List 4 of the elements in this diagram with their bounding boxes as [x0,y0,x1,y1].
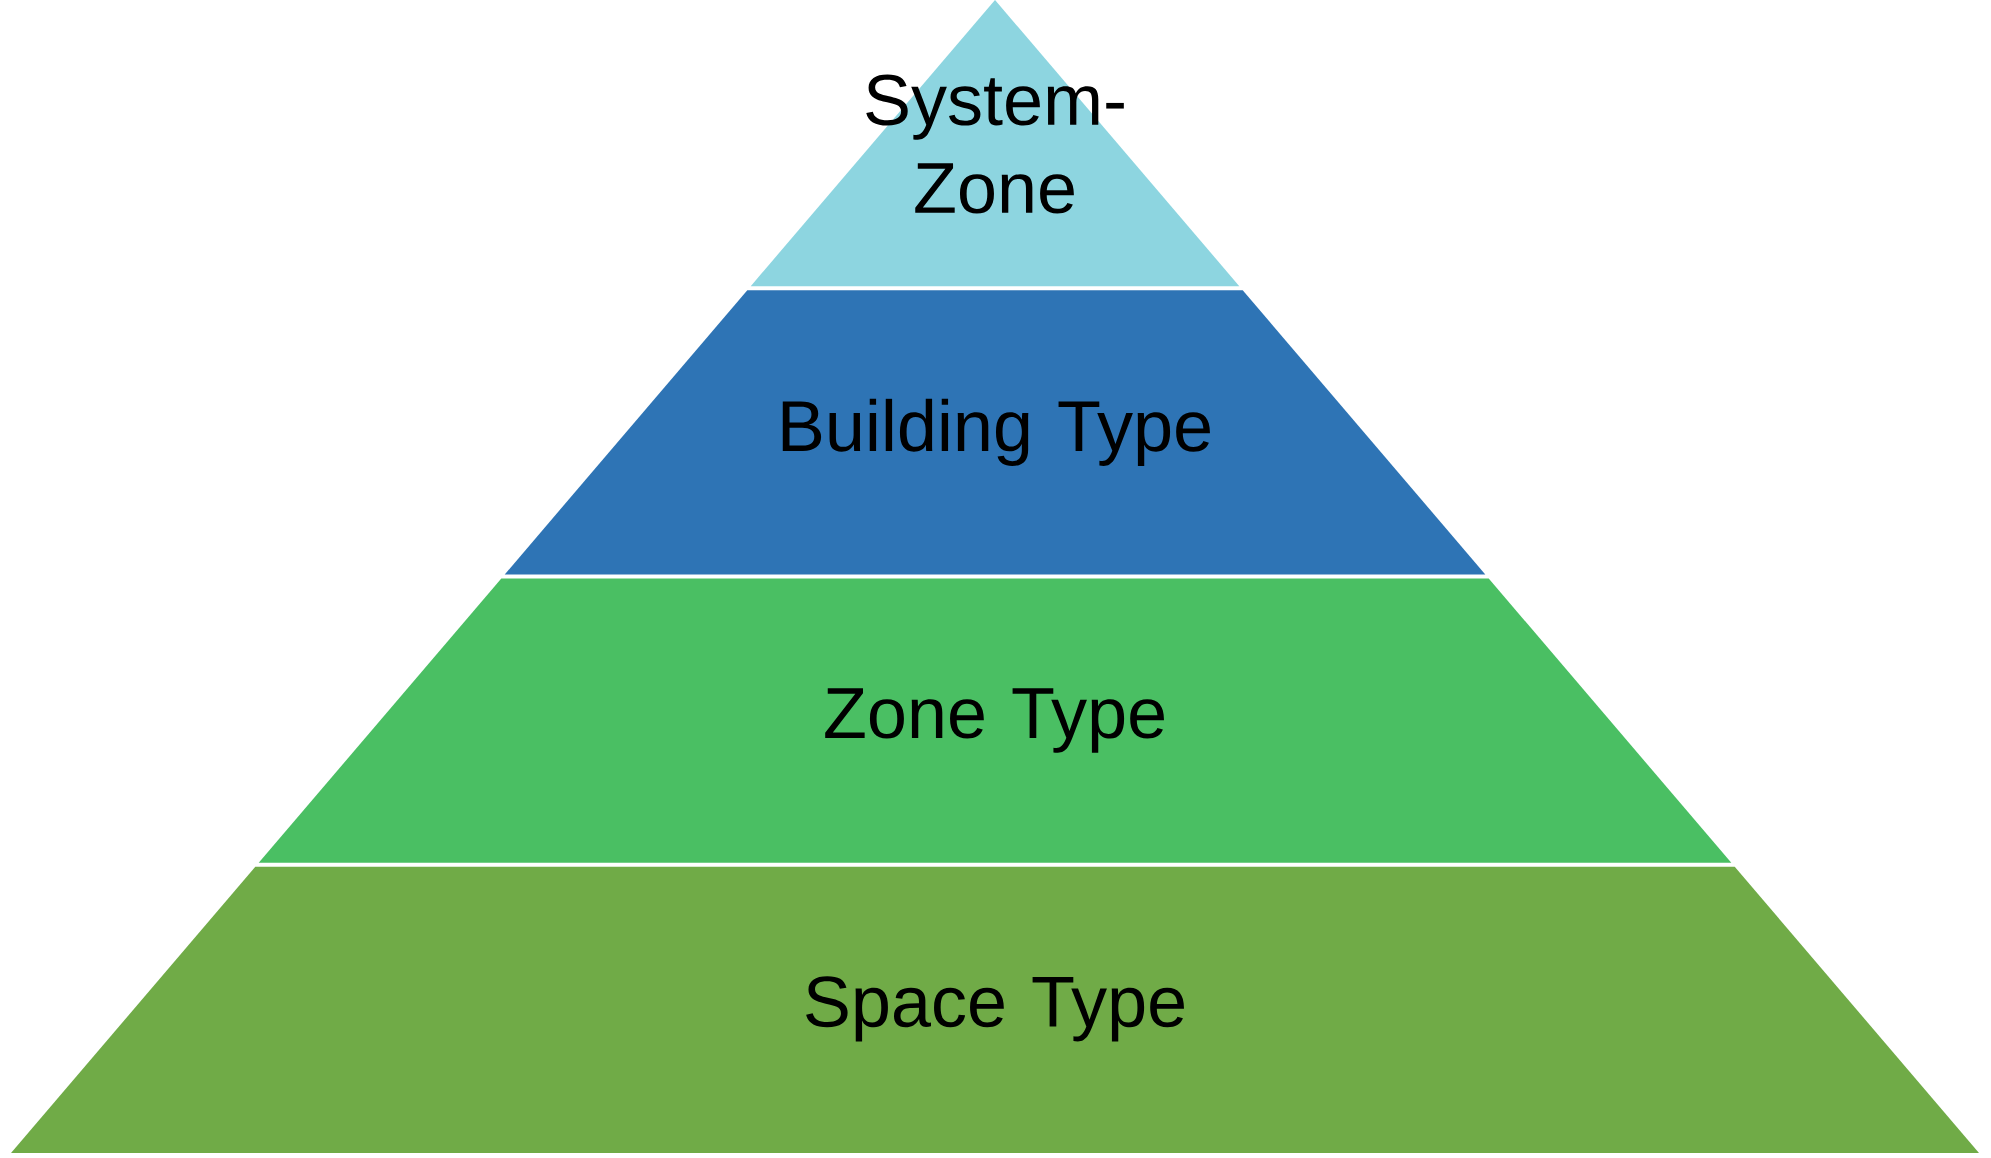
pyramid-layer: Building Type [504,290,1486,575]
pyramid-layer: Space Type [11,866,1979,1153]
pyramid-layer: Zone Type [258,578,1732,863]
pyramid-layer: System-Zone [750,0,1240,287]
